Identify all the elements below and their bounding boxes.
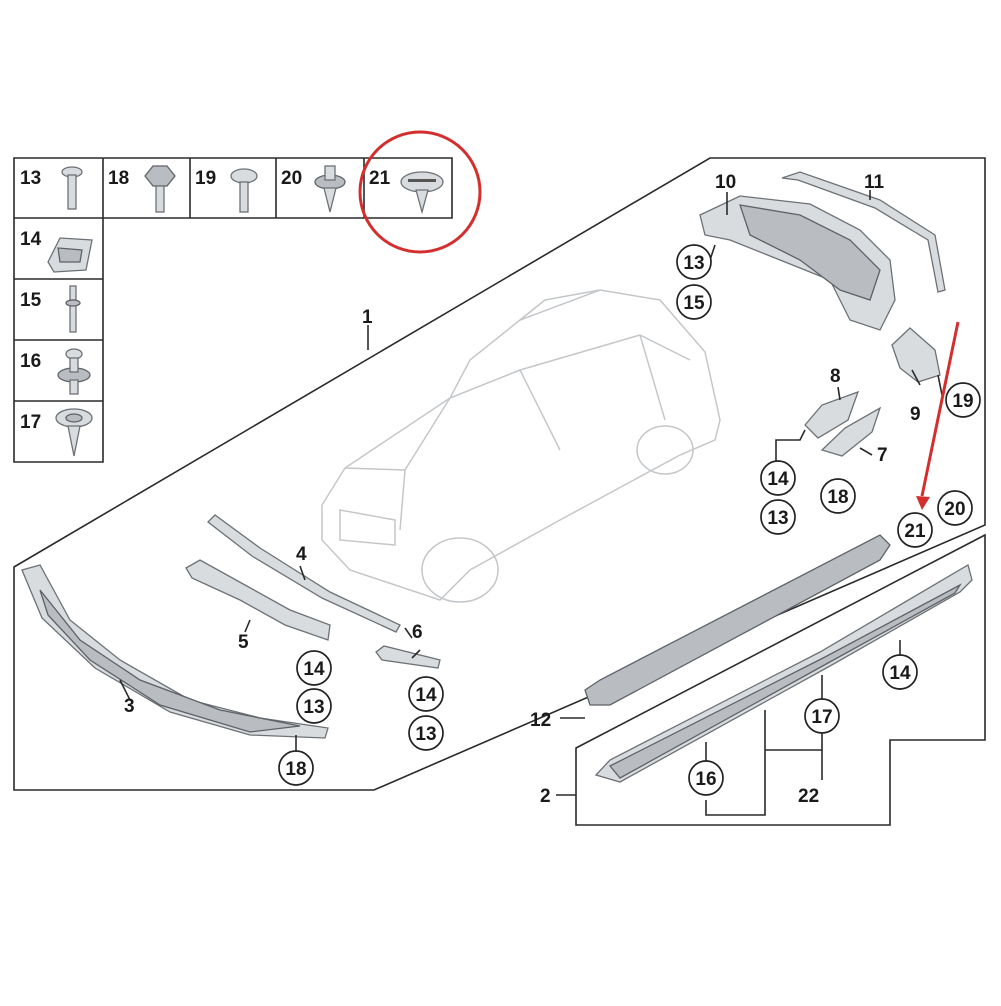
hex-bolt-icon: [144, 165, 176, 213]
part-label: 8: [830, 366, 841, 387]
rear-diffuser-part: [699, 195, 896, 331]
highlight-circle: [358, 130, 482, 254]
part-label: 22: [798, 786, 819, 807]
part-label: 5: [238, 632, 249, 653]
part-label: 2: [540, 786, 551, 807]
callout: 13: [683, 253, 704, 274]
callout: 13: [303, 697, 324, 718]
callout: 20: [944, 499, 965, 520]
callout: 13: [767, 508, 788, 529]
fastener-number: 21: [369, 168, 391, 189]
part-label: 10: [715, 172, 736, 193]
push-clip-icon: [400, 171, 444, 215]
fastener-number: 19: [195, 168, 216, 189]
part-label: 12: [530, 710, 551, 731]
callout-bubbles: 13 15 19 14 13 18 21 20 14 13 14 13 18 1…: [278, 244, 981, 796]
rear-bracket-part: [891, 327, 941, 383]
bracket-strip-part-5: [185, 559, 331, 641]
front-spoiler-part: [21, 564, 329, 739]
callout: 17: [811, 707, 832, 728]
screw-icon: [230, 168, 258, 213]
part-label: 1: [362, 307, 373, 328]
rear-trim-strip-part: [781, 171, 946, 293]
stud-icon: [65, 285, 81, 333]
strip-part-4: [207, 514, 401, 633]
callout: 19: [952, 391, 973, 412]
callout: 21: [904, 521, 926, 542]
part-labels: 1 2 3 4 5 6 7 8 9 10 11 12 22: [124, 172, 921, 807]
callout: 14: [889, 663, 911, 684]
part-label: 9: [910, 404, 921, 425]
part-label: 7: [877, 445, 888, 466]
callout: 14: [303, 659, 325, 680]
fastener-table: 13 18 19 20 21 14: [13, 157, 453, 463]
part-label: 4: [296, 544, 307, 565]
fastener-number: 17: [20, 412, 41, 433]
bracket-part-8: [804, 390, 860, 439]
callout: 18: [827, 487, 848, 508]
clip-nut-icon: [47, 237, 93, 273]
bracket-part-7: [820, 406, 882, 457]
vehicle-outline: [321, 289, 721, 603]
callout: 13: [415, 724, 436, 745]
part-label: 11: [864, 172, 885, 193]
fastener-number: 20: [281, 168, 302, 189]
front-group-frame: [13, 157, 986, 791]
callout: 18: [285, 759, 306, 780]
fastener-number: 13: [20, 168, 41, 189]
small-trim-part-6: [375, 645, 441, 669]
highlight-arrow: [916, 321, 960, 510]
fastener-number: 18: [108, 168, 129, 189]
callout: 16: [695, 769, 716, 790]
sill-reinforcement-part: [584, 534, 891, 706]
callout: 14: [415, 685, 437, 706]
screw-icon: [61, 166, 83, 210]
part-label: 6: [412, 622, 423, 643]
fastener-number: 15: [20, 290, 42, 311]
callout: 14: [767, 469, 789, 490]
fastener-number: 16: [20, 351, 41, 372]
flange-screw-icon: [57, 348, 91, 395]
sill-group-frame: [575, 533, 986, 826]
part-label: 3: [124, 696, 135, 717]
washer-screw-icon: [55, 408, 93, 457]
fastener-number: 14: [20, 229, 42, 250]
callout: 15: [683, 293, 705, 314]
expansion-rivet-icon: [314, 165, 346, 213]
